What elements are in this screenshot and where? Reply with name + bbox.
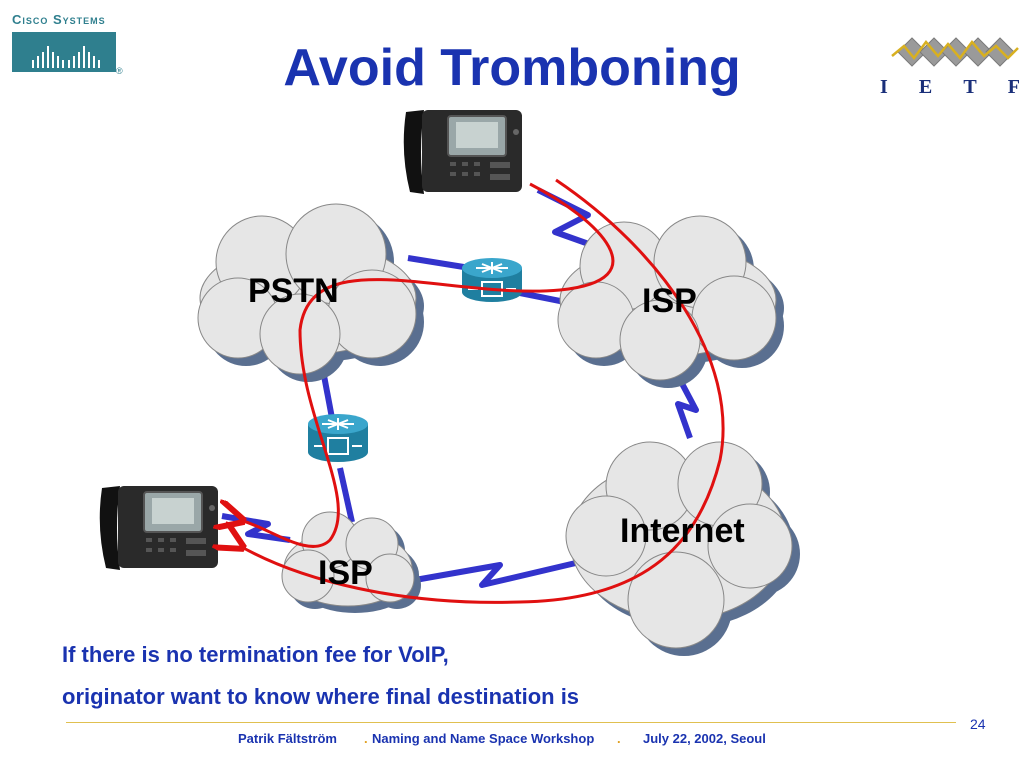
call-paths [240,178,725,604]
cloud-internet [565,441,800,656]
body-text-line-1: If there is no termination fee for VoIP, [62,642,449,667]
trombone-path [240,182,615,548]
link-isp-internet [675,374,699,439]
router-icon [462,258,522,302]
cisco-logo [12,32,116,72]
footer-separator-icon: . [364,731,368,746]
cloud-pstn [197,203,424,382]
link-gateway-isp [337,467,355,523]
footer-divider [66,722,956,723]
cloud-isp-top [557,215,784,388]
cloud-label-internet: Internet [620,512,745,550]
ietf-logo-icon [891,37,1019,67]
ietf-letter-t: T [963,76,977,98]
cisco-logo-text: Cisco Systems [12,12,106,27]
ietf-letter-i: I [880,76,888,98]
link-isp-internet-bottom [414,559,581,588]
cloud-label-isp-bottom: ISP [318,554,373,592]
ip-phone-top-icon [403,110,522,194]
link-pstn-router [407,255,471,271]
link-router-isp [514,289,566,305]
cisco-bridge-icon [32,46,100,68]
page-number: 24 [970,716,986,732]
footer-date: July 22, 2002, Seoul [643,731,766,746]
ip-phone-bottom-icon [99,486,218,570]
ietf-letters: I E T F [880,76,1020,99]
cloud-label-pstn: PSTN [248,272,339,310]
footer-author: Patrik Fältström [238,731,337,746]
cloud-label-isp-top: ISP [642,282,697,320]
slide-title: Avoid Tromboning [283,39,741,97]
registered-mark-icon: ® [116,66,123,76]
ietf-letter-f: F [1007,76,1020,98]
footer-separator-icon: . [617,731,621,746]
voice-gateway-icon [308,414,368,462]
footer-event: Naming and Name Space Workshop [372,731,595,746]
direct-path [240,178,725,604]
ietf-letter-e: E [918,76,933,98]
body-text-line-2: originator want to know where final dest… [62,684,580,709]
